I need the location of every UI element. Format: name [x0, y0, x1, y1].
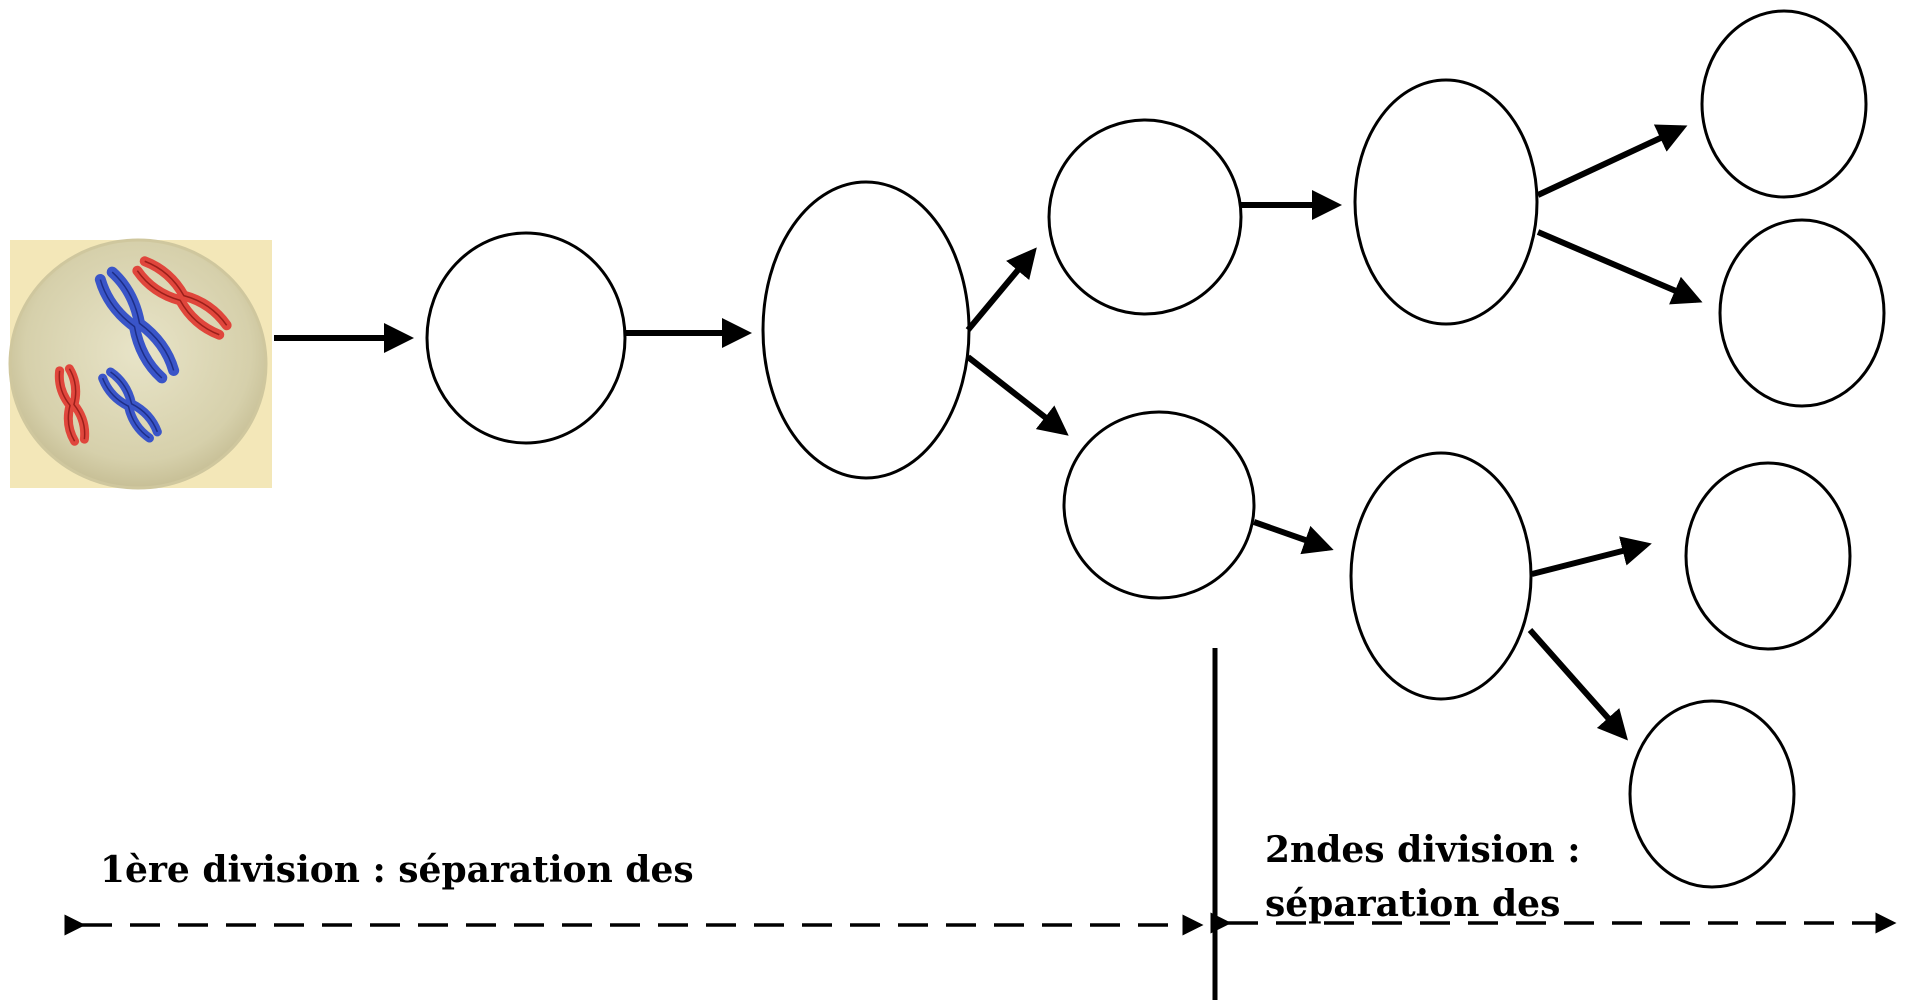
- cell-5-d: [1628, 699, 1796, 889]
- first-division-label: 1ère division : séparation des: [100, 849, 694, 891]
- second-division-label-line1: 2ndes division :: [1265, 829, 1581, 871]
- chromosome-blue-large: [94, 266, 180, 384]
- cell-5-c: [1684, 461, 1852, 651]
- arrow-3-up: [965, 247, 1037, 332]
- cell-2: [761, 180, 971, 480]
- cell-3-top: [1047, 118, 1243, 316]
- arrow-3-down: [966, 354, 1069, 436]
- arrow-5-a: [1536, 124, 1688, 198]
- chromosome-red-small: [54, 364, 90, 446]
- cell-4-top: [1353, 78, 1539, 326]
- chromosome-blue-small: [98, 367, 162, 443]
- starting-cell-image: [8, 238, 272, 490]
- arrow-5-b: [1536, 229, 1703, 305]
- arrow-5-d: [1527, 628, 1628, 741]
- arrow-5-c: [1531, 536, 1652, 577]
- cell-5-a: [1700, 9, 1868, 199]
- second-division-label-line2: séparation des: [1265, 883, 1561, 925]
- cell-1: [425, 231, 627, 445]
- cell-3-bottom: [1062, 410, 1256, 600]
- cell-4-bottom: [1349, 451, 1533, 701]
- chromosome-red-large: [132, 256, 232, 340]
- cell-5-b: [1718, 218, 1886, 408]
- arrow-4-bottom: [1253, 519, 1334, 555]
